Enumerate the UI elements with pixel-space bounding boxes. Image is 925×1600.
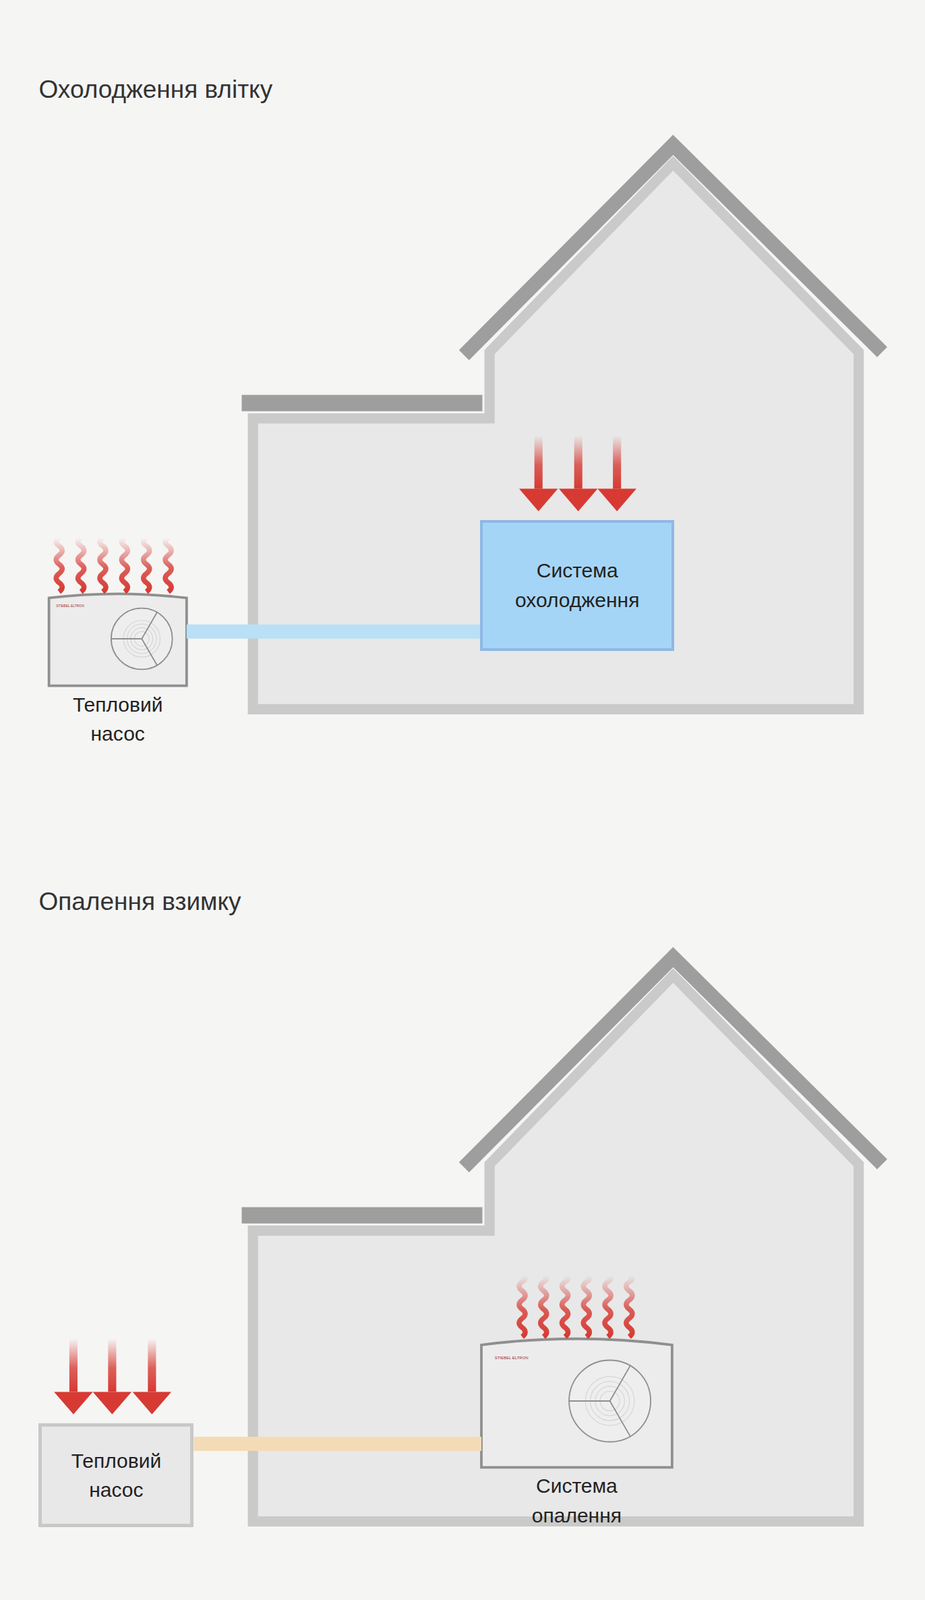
roof (242, 394, 483, 411)
heat-wave (99, 537, 106, 592)
roof (463, 956, 882, 1168)
heat-arrow (519, 488, 558, 512)
heat-arrow (597, 488, 636, 512)
roof (463, 144, 882, 356)
heat-wave (78, 537, 85, 592)
heat-arrow (534, 435, 543, 489)
fan-blade (141, 638, 158, 665)
fan-blade (569, 1399, 611, 1401)
heat-pump-box: Тепловий насос (38, 1422, 194, 1527)
node-label: Тепловий насос (71, 1445, 162, 1505)
pipe-body (186, 624, 481, 639)
heat-wave (583, 1274, 590, 1337)
node-label: Система опалення (531, 1470, 622, 1530)
pipe (186, 631, 481, 632)
node-label: Система охолодження (515, 555, 640, 615)
heat-wave (519, 1274, 526, 1337)
fan-blade (111, 637, 142, 640)
heating-unit (481, 1338, 673, 1468)
heat-arrow (69, 1338, 78, 1392)
heat-wave (540, 1274, 547, 1337)
heat-arrow (147, 1338, 156, 1392)
heat-arrow (93, 1390, 132, 1414)
heat-arrow (612, 435, 621, 489)
brand-logo: STIEBEL ELTRON (494, 1355, 529, 1360)
roof (242, 1206, 483, 1223)
heat-pump-unit (49, 593, 187, 685)
heat-arrow (132, 1390, 172, 1414)
heat-wave (143, 537, 150, 592)
heat-arrow (558, 488, 598, 512)
units (49, 593, 673, 1467)
heat-wave (604, 1274, 611, 1337)
section-title: Охолодження влітку (38, 75, 273, 104)
heat-arrow (574, 435, 583, 489)
fan-blade (610, 1365, 631, 1401)
cooling-box: Система охолодження (480, 519, 674, 651)
heat-wave (55, 537, 63, 592)
brand-logo: STIEBEL ELTRON (55, 603, 85, 608)
heat-arrow (53, 1390, 93, 1414)
fan (111, 608, 173, 670)
fan-blade (610, 1400, 631, 1436)
node-label: Тепловий насос (72, 689, 164, 750)
heat-wave (561, 1274, 568, 1337)
heat-wave (121, 537, 128, 592)
fan-blade (141, 612, 158, 639)
fan (569, 1359, 651, 1442)
heating-unit: Система опалення (481, 1338, 673, 1467)
pipe-body (193, 1436, 482, 1451)
heat-wave (165, 537, 172, 592)
pipe (193, 1442, 482, 1444)
section-title: Опалення взимку (38, 887, 241, 916)
heat-pump-unit: Тепловий насос (49, 594, 187, 686)
heat-arrow (107, 1338, 116, 1392)
heat-wave (626, 1274, 633, 1337)
